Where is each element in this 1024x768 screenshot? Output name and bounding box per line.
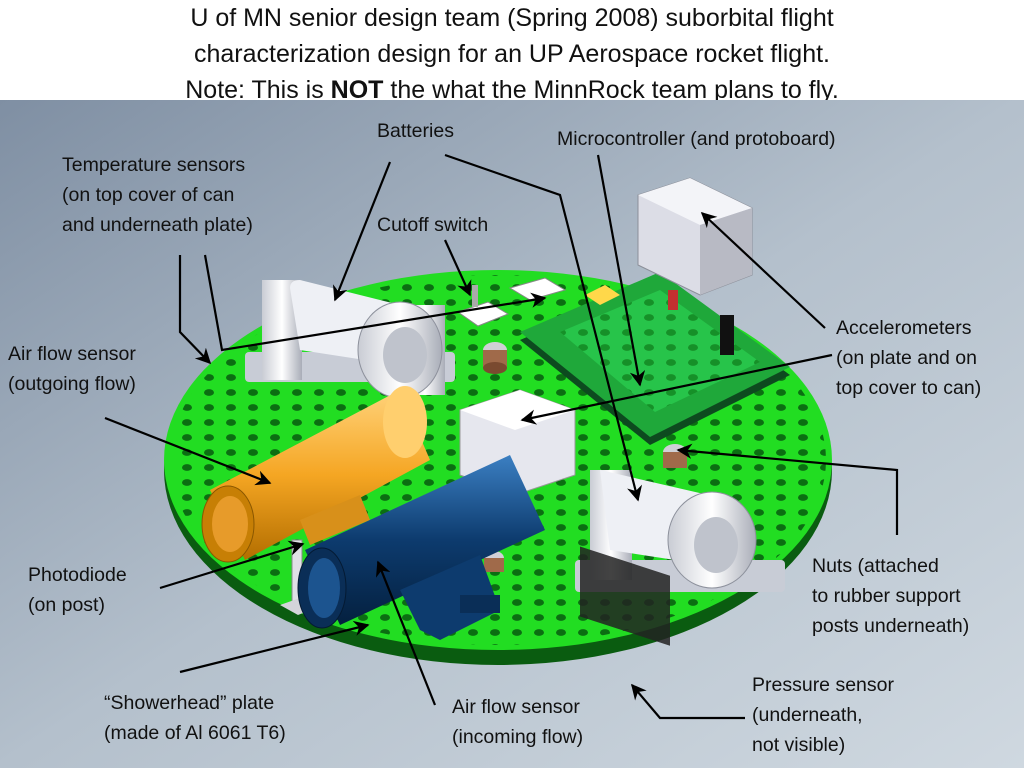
payload-render [0,100,1024,768]
label-nuts: Nuts (attached to rubber support posts u… [812,551,969,641]
label-airflow-outgoing: Air flow sensor (outgoing flow) [8,339,136,399]
label-photodiode-line-1: Photodiode [28,564,127,586]
arrow-microcontroller [596,154,646,387]
label-accelerometers: Accelerometers (on plate and on top cove… [836,313,981,403]
title-line-1: U of MN senior design team (Spring 2008)… [190,4,834,32]
label-batteries: Batteries [377,116,454,146]
label-photodiode-line-2: (on post) [28,594,105,616]
label-cutoff-switch: Cutoff switch [377,210,488,240]
label-airflow-out-line-2: (outgoing flow) [8,373,136,395]
label-accel-line-1: Accelerometers [836,317,972,339]
label-showerhead-plate: “Showerhead” plate (made of Al 6061 T6) [104,688,286,748]
arrow-airflow-in [375,560,437,706]
battery-right [575,470,785,592]
label-showerhead-line-1: “Showerhead” plate [104,692,275,714]
label-microcontroller: Microcontroller (and protoboard) [557,124,836,154]
label-accel-line-3: top cover to can) [836,377,982,399]
arrow-temp-2 [203,254,547,352]
label-microcontroller-text: Microcontroller (and protoboard) [557,128,836,150]
label-pressure-line-3: not visible) [752,734,846,756]
title-line-3-bold: NOT [330,76,384,104]
label-cutoff-text: Cutoff switch [377,214,489,236]
arrow-showerhead [179,620,370,674]
airflow-sensor-incoming [297,455,545,640]
arrow-airflow-out [104,416,272,486]
label-temperature-line-2: (on top cover of can [62,184,235,206]
nut-1 [483,342,507,374]
slide-title: U of MN senior design team (Spring 2008)… [0,0,1024,104]
label-showerhead-line-2: (made of Al 6061 T6) [104,722,286,744]
label-pressure-line-1: Pressure sensor [752,674,894,696]
label-temperature-sensors: Temperature sensors (on top cover of can… [62,150,253,240]
label-nuts-line-3: posts underneath) [812,615,970,637]
label-nuts-line-2: to rubber support [812,585,961,607]
label-temperature-line-3: and underneath plate) [62,214,253,236]
arrow-nuts [676,443,899,535]
nut-2 [663,444,687,468]
arrow-batteries-right [444,153,643,502]
arrow-temp-1 [178,255,212,365]
title-line-3: Note: This is NOT the what the MinnRock … [0,72,1024,108]
arrow-accel-top [700,211,826,329]
cutoff-switch [456,277,567,327]
label-airflow-in-line-1: Air flow sensor [452,696,580,718]
arrow-batteries-left [332,161,392,302]
label-accel-line-2: (on plate and on [836,347,977,369]
label-nuts-line-1: Nuts (attached [812,555,939,577]
arrow-cutoff [443,239,472,297]
label-airflow-in-line-2: (incoming flow) [452,726,584,748]
title-line-3-prefix: Note: This is [185,76,331,104]
label-pressure-line-2: (underneath, [752,704,863,726]
label-photodiode: Photodiode (on post) [28,560,127,620]
arrow-pressure [631,683,745,720]
label-batteries-text: Batteries [377,120,454,142]
label-airflow-incoming: Air flow sensor (incoming flow) [452,692,583,752]
accelerometer-box [637,177,753,296]
label-airflow-out-line-1: Air flow sensor [8,343,136,365]
title-line-3-suffix: the what the MinnRock team plans to fly. [383,76,839,104]
arrows [104,153,899,720]
label-pressure-sensor: Pressure sensor (underneath, not visible… [752,670,894,760]
arrow-photodiode [159,540,305,590]
title-line-2: characterization design for an UP Aerosp… [194,40,830,68]
airflow-sensor-outgoing [201,386,430,563]
arrow-accel-plate [520,353,833,425]
label-temperature-line-1: Temperature sensors [62,154,246,176]
